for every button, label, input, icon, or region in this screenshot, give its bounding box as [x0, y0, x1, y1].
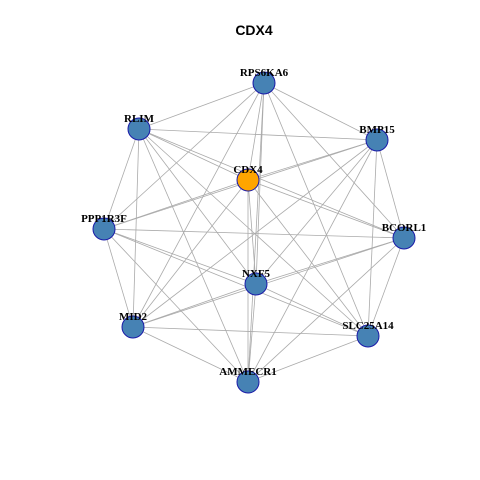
edge-ppp1r3f-ammecr1 [103, 228, 249, 383]
node-circle-mid2 [121, 315, 145, 339]
node-label-rps6ka6: RPS6KA6 [240, 67, 289, 79]
node-rps6ka6: RPS6KA6 [240, 67, 289, 95]
node-label-rlim: RLIM [124, 113, 155, 125]
edge-rps6ka6-bcorl1 [263, 82, 405, 239]
node-mid2: MID2 [119, 311, 148, 339]
edge-rlim-cdx4 [138, 128, 249, 181]
edge-rps6ka6-slc25a14 [263, 82, 369, 337]
node-label-slc25a14: SLC25A14 [342, 320, 394, 332]
node-cdx4: CDX4 [233, 164, 263, 192]
node-circle-cdx4 [236, 168, 260, 192]
node-circle-rlim [127, 117, 151, 141]
node-label-bcorl1: BCORL1 [382, 222, 427, 234]
edge-nxf5-slc25a14 [255, 283, 369, 337]
edge-slc25a14-ammecr1 [247, 335, 369, 383]
edge-rlim-slc25a14 [138, 128, 369, 337]
diagram-title: CDX4 [235, 22, 273, 38]
edge-rps6ka6-nxf5 [255, 82, 265, 285]
edge-bmp15-ammecr1 [247, 139, 378, 383]
edge-bmp15-bcorl1 [376, 139, 405, 239]
node-circle-slc25a14 [356, 324, 380, 348]
edge-bcorl1-mid2 [132, 237, 405, 328]
edge-ppp1r3f-nxf5 [103, 228, 257, 285]
edge-rlim-bmp15 [138, 128, 378, 141]
edge-ppp1r3f-mid2 [103, 228, 134, 328]
edge-bmp15-nxf5 [255, 139, 378, 285]
edge-cdx4-bcorl1 [247, 179, 405, 239]
node-label-ppp1r3f: PPP1R3F [81, 213, 127, 225]
edge-rlim-bcorl1 [138, 128, 405, 239]
edge-rlim-ammecr1 [138, 128, 249, 383]
edge-rlim-mid2 [132, 128, 140, 328]
edge-rps6ka6-cdx4 [247, 82, 265, 181]
edge-cdx4-mid2 [132, 179, 249, 328]
edge-rps6ka6-ppp1r3f [103, 82, 265, 230]
edge-nxf5-mid2 [132, 283, 257, 328]
node-bmp15: BMP15 [359, 124, 395, 152]
node-ppp1r3f: PPP1R3F [81, 213, 127, 241]
node-label-nxf5: NXF5 [242, 268, 271, 280]
node-label-mid2: MID2 [119, 311, 148, 323]
edge-bmp15-slc25a14 [367, 139, 378, 337]
edge-bcorl1-slc25a14 [367, 237, 405, 337]
node-label-ammecr1: AMMECR1 [219, 366, 276, 378]
edge-cdx4-slc25a14 [247, 179, 369, 337]
edge-rlim-nxf5 [138, 128, 257, 285]
node-slc25a14: SLC25A14 [342, 320, 394, 348]
node-circle-nxf5 [244, 272, 268, 296]
edge-cdx4-ppp1r3f [103, 179, 249, 230]
node-circle-ammecr1 [236, 370, 260, 394]
edge-mid2-slc25a14 [132, 326, 369, 337]
edge-bcorl1-nxf5 [255, 237, 405, 285]
node-circle-ppp1r3f [92, 217, 116, 241]
node-ammecr1: AMMECR1 [219, 366, 277, 394]
node-label-cdx4: CDX4 [233, 164, 263, 176]
node-bcorl1: BCORL1 [382, 222, 427, 250]
node-label-bmp15: BMP15 [359, 124, 395, 136]
node-nxf5: NXF5 [242, 268, 271, 296]
node-circle-bcorl1 [392, 226, 416, 250]
edge-bcorl1-ammecr1 [247, 237, 405, 383]
edge-rps6ka6-mid2 [132, 82, 265, 328]
edge-ppp1r3f-bcorl1 [103, 228, 405, 239]
edge-rps6ka6-rlim [138, 82, 265, 130]
edge-ppp1r3f-slc25a14 [103, 228, 369, 337]
edge-mid2-ammecr1 [132, 326, 249, 383]
edge-rlim-ppp1r3f [103, 128, 140, 230]
node-circle-rps6ka6 [252, 71, 276, 95]
node-rlim: RLIM [124, 113, 155, 141]
edge-cdx4-nxf5 [247, 179, 257, 285]
edge-layer [103, 82, 405, 383]
edge-nxf5-ammecr1 [247, 283, 257, 383]
edge-rps6ka6-bmp15 [263, 82, 378, 141]
node-circle-bmp15 [365, 128, 389, 152]
